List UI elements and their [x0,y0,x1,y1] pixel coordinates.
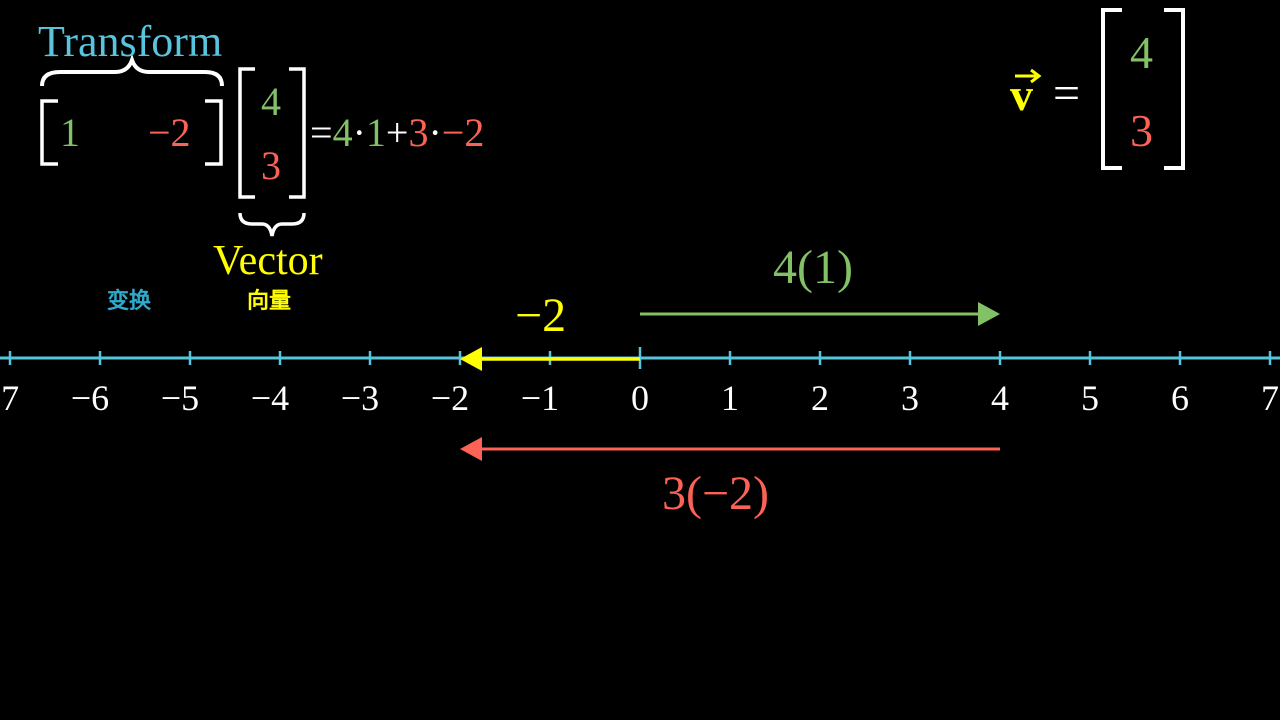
transform-label: Transform [38,17,223,66]
rhs-dot-2: · [428,110,442,155]
red-arrow-label: 3(−2) [662,467,770,520]
vector-arrow-accent-icon [1015,68,1042,84]
transform-brace [40,53,224,87]
matrix-entry-2: −2 [148,110,191,155]
tick-label: −5 [160,378,200,418]
vector-label-cn: 向量 [247,289,292,314]
green-arrow-head [978,302,1000,326]
vdef-left-bracket [1101,8,1122,170]
vector-label: Vector [213,238,323,284]
tick-label: −6 [70,378,110,418]
rhs-term-b: 1 [365,110,386,155]
rhs-plus: + [385,110,409,155]
vdef-right-bracket [1164,8,1185,170]
vector-arrows [460,302,1000,461]
tick-label: 5 [1081,378,1099,418]
yellow-arrow-label: −2 [515,289,567,342]
tick-label: 6 [1171,378,1189,418]
equals-sign: = [310,110,333,155]
tick-label: −1 [520,378,560,418]
rhs-term-d: −2 [441,110,485,155]
transform-label-cn: 变换 [107,289,152,314]
vdef-equals: = [1053,67,1081,120]
green-arrow-label: 4(1) [773,241,853,294]
tick-label: −2 [430,378,470,418]
rhs-dot-1: · [352,110,366,155]
vdef-symbol: v [1010,69,1033,120]
rhs-term-a: 4 [332,110,353,155]
matrix-right-bracket [205,99,223,166]
tick-label: −4 [250,378,290,418]
matrix-entry-1: 1 [60,110,80,155]
tick-label: 0 [631,378,649,418]
tick-label: −7 [0,378,20,418]
tick-label: 4 [991,378,1009,418]
rhs-term-c: 3 [408,110,429,155]
tick-label: 7 [1261,378,1279,418]
tick-label: −3 [340,378,380,418]
vector-right-bracket [289,67,306,199]
red-arrow-head [460,437,482,461]
tick-label: 2 [811,378,829,418]
vdef-entry-2: 3 [1130,105,1153,156]
yellow-arrow-head [460,347,482,371]
vector-left-bracket [238,67,255,199]
vector-entry-2: 3 [261,143,281,188]
vdef-entry-1: 4 [1130,27,1153,78]
vector-entry-1: 4 [261,79,281,124]
equation-rhs: =4·1+3·−2 [310,113,484,153]
tick-label: 1 [721,378,739,418]
tick-label: 3 [901,378,919,418]
matrix-left-bracket [40,99,58,166]
vector-brace [238,212,306,237]
